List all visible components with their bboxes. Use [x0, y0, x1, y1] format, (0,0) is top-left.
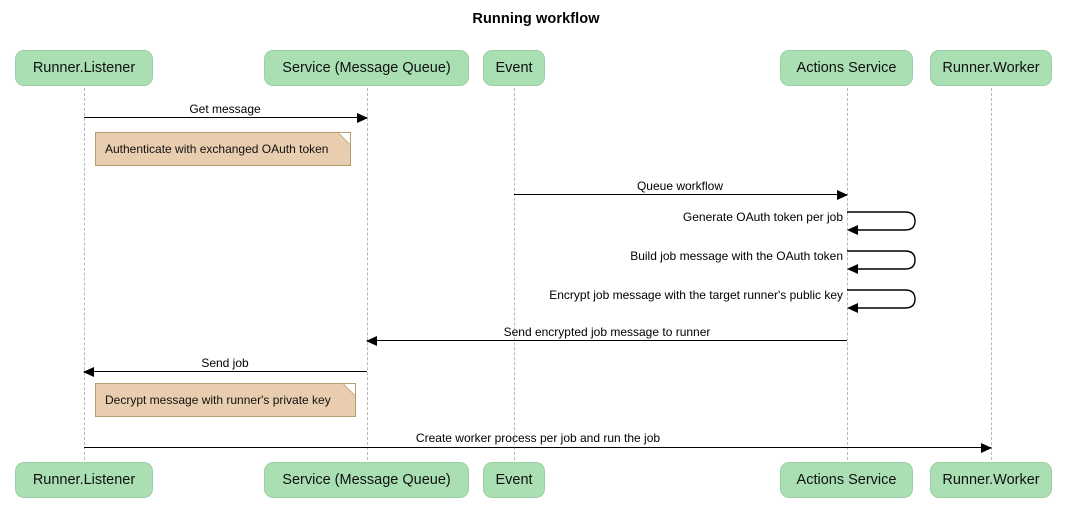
message-queue-workflow[interactable]: [514, 190, 848, 200]
self-message-label-encrypt-job-message: Encrypt job message with the target runn…: [549, 288, 843, 302]
message-send-job[interactable]: [83, 367, 367, 377]
participant-label: Runner.Worker: [942, 60, 1040, 76]
message-get-message[interactable]: [84, 113, 368, 123]
participant-label: Event: [495, 60, 533, 76]
self-message-encrypt-job-message[interactable]: [847, 288, 927, 318]
lifeline-actions-service: [847, 88, 848, 460]
participant-label: Actions Service: [796, 60, 897, 76]
message-label-send-encrypted-job-message: Send encrypted job message to runner: [503, 325, 711, 339]
participant-label: Actions Service: [796, 472, 897, 488]
note-text: Decrypt message with runner's private ke…: [105, 393, 331, 407]
participant-label: Event: [495, 472, 533, 488]
self-message-generate-oauth-token[interactable]: [847, 210, 927, 240]
participant-label: Runner.Worker: [942, 472, 1040, 488]
note-authenticate: Authenticate with exchanged OAuth token: [95, 132, 351, 166]
participant-label: Service (Message Queue): [282, 60, 451, 76]
participant-service-mq-top[interactable]: Service (Message Queue): [264, 50, 469, 86]
participant-label: Runner.Listener: [32, 472, 136, 488]
self-message-label-build-job-message: Build job message with the OAuth token: [630, 249, 843, 263]
message-label-send-job: Send job: [201, 356, 249, 370]
participant-label: Service (Message Queue): [282, 472, 451, 488]
participant-label: Runner.Listener: [32, 60, 136, 76]
participant-runner-worker-bottom[interactable]: Runner.Worker: [930, 462, 1052, 498]
lifeline-runner-listener: [84, 88, 85, 460]
self-message-build-job-message[interactable]: [847, 249, 927, 279]
participant-actions-service-top[interactable]: Actions Service: [780, 50, 913, 86]
note-decrypt: Decrypt message with runner's private ke…: [95, 383, 356, 417]
arrowhead-right-icon: [981, 443, 992, 453]
note-text: Authenticate with exchanged OAuth token: [105, 142, 329, 156]
self-message-label-generate-oauth-token: Generate OAuth token per job: [682, 210, 843, 224]
message-send-encrypted-job-message[interactable]: [366, 336, 847, 346]
message-label-get-message: Get message: [189, 102, 261, 116]
participant-runner-worker-top[interactable]: Runner.Worker: [930, 50, 1052, 86]
participant-actions-service-bottom[interactable]: Actions Service: [780, 462, 913, 498]
lifeline-event: [514, 88, 515, 460]
participant-service-mq-bottom[interactable]: Service (Message Queue): [264, 462, 469, 498]
participant-runner-listener-top[interactable]: Runner.Listener: [15, 50, 153, 86]
note-fold-inner-icon: [339, 133, 350, 144]
message-create-worker-process[interactable]: [84, 443, 992, 453]
participant-event-bottom[interactable]: Event: [483, 462, 545, 498]
lifeline-runner-worker: [991, 88, 992, 460]
participant-event-top[interactable]: Event: [483, 50, 545, 86]
arrowhead-right-icon: [357, 113, 368, 123]
diagram-title: Running workflow: [472, 11, 600, 27]
participant-runner-listener-bottom[interactable]: Runner.Listener: [15, 462, 153, 498]
arrowhead-left-icon: [366, 336, 377, 346]
arrowhead-left-icon: [83, 367, 94, 377]
arrowhead-right-icon: [837, 190, 848, 200]
message-label-queue-workflow: Queue workflow: [636, 179, 724, 193]
lifeline-service-mq: [367, 88, 368, 460]
message-label-create-worker-process: Create worker process per job and run th…: [415, 431, 661, 445]
note-fold-inner-icon: [344, 384, 355, 395]
